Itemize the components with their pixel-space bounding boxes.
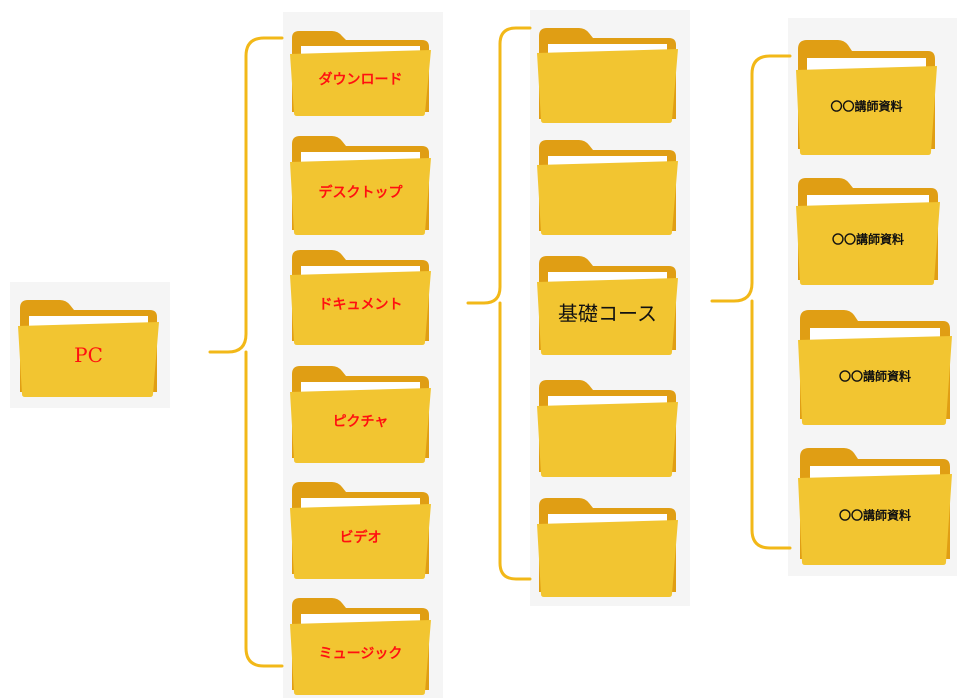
folder-instructor-materials-1[interactable]: 〇〇講師資料 xyxy=(794,36,939,156)
folder-label: 〇〇講師資料 xyxy=(838,508,911,523)
folder-unnamed-2[interactable] xyxy=(535,136,680,236)
folder-unnamed-4[interactable] xyxy=(535,494,680,598)
bracket-level1 xyxy=(466,26,532,581)
folder-label: ピクチャ xyxy=(332,414,389,431)
level1-panel xyxy=(283,12,443,698)
folder-icon xyxy=(537,28,678,123)
bracket-root xyxy=(208,36,284,668)
folder-icon xyxy=(798,448,952,565)
folder-pc[interactable]: PC xyxy=(16,296,161,398)
folder-pictures[interactable]: ピクチャ xyxy=(288,362,433,464)
folder-unnamed-1[interactable] xyxy=(535,24,680,124)
folder-downloads[interactable]: ダウンロード xyxy=(288,28,433,116)
folder-icon xyxy=(798,310,952,425)
folder-label: PC xyxy=(74,343,103,368)
folder-label: ビデオ xyxy=(339,530,382,547)
folder-icon xyxy=(18,300,159,397)
folder-icon xyxy=(290,598,431,695)
folder-icon xyxy=(537,140,678,235)
bracket-level2 xyxy=(710,54,792,550)
folder-label: デスクトップ xyxy=(318,185,403,202)
folder-label: ダウンロード xyxy=(318,72,403,89)
folder-icon xyxy=(796,40,937,155)
folder-music[interactable]: ミュージック xyxy=(288,594,433,696)
folder-label: 〇〇講師資料 xyxy=(830,99,903,114)
folder-documents[interactable]: ドキュメント xyxy=(288,246,433,346)
folder-label: ミュージック xyxy=(318,646,403,663)
folder-unnamed-3[interactable] xyxy=(535,376,680,478)
folder-label: 〇〇講師資料 xyxy=(831,232,904,247)
folder-videos[interactable]: ビデオ xyxy=(288,478,433,580)
folder-icon xyxy=(537,380,678,477)
folder-instructor-materials-4[interactable]: 〇〇講師資料 xyxy=(796,444,954,566)
folder-icon xyxy=(290,366,431,463)
folder-desktop[interactable]: デスクトップ xyxy=(288,132,433,236)
folder-instructor-materials-2[interactable]: 〇〇講師資料 xyxy=(794,174,942,286)
folder-icon xyxy=(290,31,431,116)
folder-instructor-materials-3[interactable]: 〇〇講師資料 xyxy=(796,306,954,426)
folder-icon xyxy=(290,250,431,345)
folder-icon xyxy=(537,498,678,597)
folder-basic-course[interactable]: 基礎コース xyxy=(535,252,680,356)
folder-icon xyxy=(290,136,431,235)
folder-icon xyxy=(537,256,678,355)
folder-icon xyxy=(796,178,940,285)
folder-icon xyxy=(290,482,431,579)
folder-label: 基礎コース xyxy=(558,301,657,326)
folder-label: ドキュメント xyxy=(318,297,403,313)
folder-label: 〇〇講師資料 xyxy=(838,369,911,384)
